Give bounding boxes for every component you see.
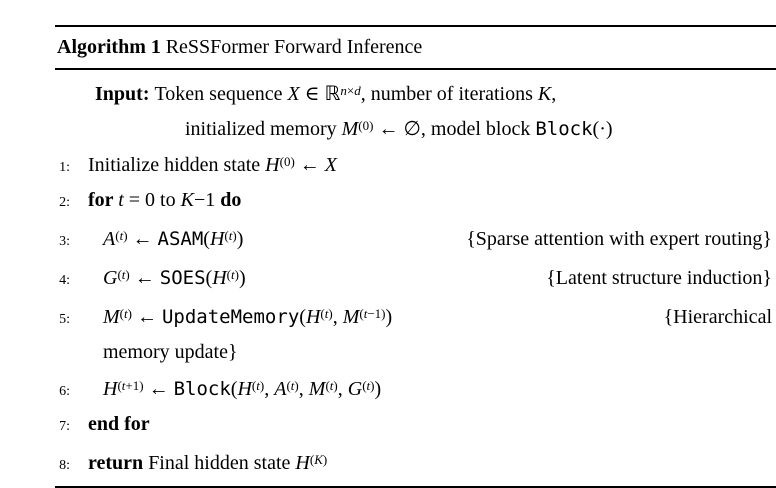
mid-rule — [55, 68, 776, 70]
line-comment: {Hierarchical — [663, 305, 772, 328]
line-content: end for — [88, 412, 150, 435]
line-number: 6: — [59, 383, 70, 399]
algorithm-line-1: 1: Initialize hidden state H(0) ← X — [55, 145, 776, 184]
input-line-1-content: Token sequence X ∈ ℝn×d, number of itera… — [154, 80, 557, 105]
line-comment: {Latent structure induction} — [546, 266, 772, 289]
algorithm-title: ReSSFormer Forward Inference — [165, 36, 423, 58]
algorithm-line-2: 2: for t = 0 to K−1 do — [55, 184, 776, 219]
top-rule — [55, 25, 776, 27]
input-label: Input: — [95, 82, 150, 105]
line-content: H(t+1) ← Block(H(t), A(t), M(t), G(t)) — [103, 377, 382, 400]
line-content: memory update} — [103, 340, 238, 363]
line-number: 5: — [59, 311, 70, 327]
bottom-rule — [55, 485, 776, 488]
algorithm-line-5: 5: M(t) ← UpdateMemory(H(t), M(t−1)) {Hi… — [55, 297, 776, 336]
line-comment: {Sparse attention with expert routing} — [466, 227, 772, 250]
algorithm-line-4: 4: G(t) ← SOES(H(t)) {Latent structure i… — [55, 258, 776, 297]
input-line-1: Input:Token sequence X ∈ ℝn×d, number of… — [55, 75, 776, 110]
line-content: for t = 0 to K−1 do — [88, 188, 242, 211]
algorithm-line-7: 7: end for — [55, 408, 776, 443]
line-content: A(t) ← ASAM(H(t)) — [103, 227, 244, 250]
algorithm-line-6: 6: H(t+1) ← Block(H(t), A(t), M(t), G(t)… — [55, 369, 776, 408]
line-content: M(t) ← UpdateMemory(H(t), M(t−1)) — [103, 305, 393, 328]
line-number: 4: — [59, 272, 70, 288]
line-content: G(t) ← SOES(H(t)) — [103, 266, 246, 289]
algorithm-label: Algorithm 1 — [57, 36, 161, 58]
line-content: return Final hidden state H(K) — [88, 451, 328, 474]
algorithm-line-8: 8: return Final hidden state H(K) — [55, 443, 776, 482]
line-number: 8: — [59, 457, 70, 473]
line-content: Initialize hidden state H(0) ← X — [88, 153, 338, 176]
algorithm-body: Input:Token sequence X ∈ ℝn×d, number of… — [55, 70, 776, 486]
line-number: 1: — [59, 159, 70, 175]
line-number: 3: — [59, 233, 70, 249]
line-number: 2: — [59, 194, 70, 210]
algorithm-line-5-continuation: memory update} — [55, 336, 776, 369]
line-number: 7: — [59, 418, 70, 434]
algorithm-line-3: 3: A(t) ← ASAM(H(t)) {Sparse attention w… — [55, 219, 776, 258]
input-line-2: initialized memory M(0) ← ∅, model block… — [185, 117, 613, 140]
